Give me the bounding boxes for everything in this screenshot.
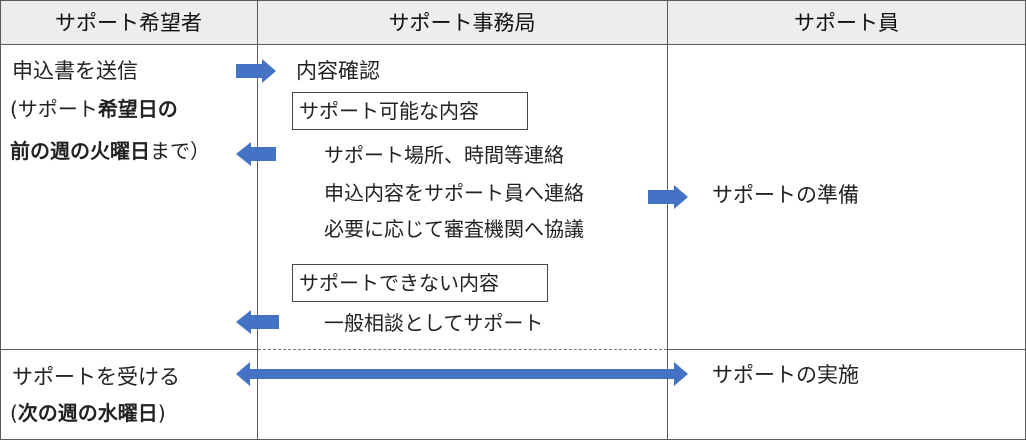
deadline-text-line1: (サポート希望日の (10, 96, 178, 122)
receive-date-bold: 次の週の水曜日 (17, 401, 158, 425)
support-perform-text: サポートの実施 (712, 363, 859, 387)
header-office: サポート事務局 (257, 0, 667, 44)
arrow-double-perform-icon (236, 362, 688, 386)
content-confirm-text: 内容確認 (296, 59, 380, 83)
header-requester: サポート希望者 (0, 0, 257, 44)
impossible-content-box: サポートできない内容 (292, 264, 548, 302)
submit-application-text: 申込書を送信 (12, 59, 138, 83)
receive-date-open: ( (10, 401, 18, 425)
deadline-text-line2: 前の週の火曜日まで） (10, 138, 210, 164)
possible-step-3: 必要に応じて審査機関へ協議 (324, 217, 584, 241)
arrow-right-prepare-icon (648, 185, 688, 209)
deadline-open: (サポート (10, 97, 98, 121)
support-prepare-text: サポートの準備 (712, 183, 859, 207)
divider-row-left (0, 349, 257, 350)
deadline-bold-part1: 希望日の (97, 97, 178, 121)
border-left (0, 0, 1, 440)
arrow-left-notify-icon (236, 142, 276, 166)
arrow-left-general-icon (236, 310, 279, 334)
border-top (0, 0, 1026, 1)
divider-col-2 (667, 0, 668, 440)
receive-support-text: サポートを受ける (12, 365, 180, 389)
impossible-step: 一般相談としてサポート (324, 311, 544, 335)
possible-step-2: 申込内容をサポート員へ連絡 (324, 181, 584, 205)
possible-step-1: サポート場所、時間等連絡 (324, 143, 564, 167)
header-supporter: サポート員 (667, 0, 1026, 44)
divider-row-right (667, 349, 1026, 350)
deadline-close: まで） (150, 139, 210, 163)
arrow-right-submit-icon (236, 59, 276, 83)
receive-date-close: ) (157, 401, 166, 425)
receive-date-text: (次の週の水曜日) (10, 400, 166, 426)
border-header-bottom (0, 44, 1026, 45)
divider-row-middle (258, 349, 667, 350)
possible-content-box: サポート可能な内容 (292, 92, 528, 130)
deadline-bold-part2: 前の週の火曜日 (10, 139, 150, 163)
divider-col-1 (257, 0, 258, 440)
